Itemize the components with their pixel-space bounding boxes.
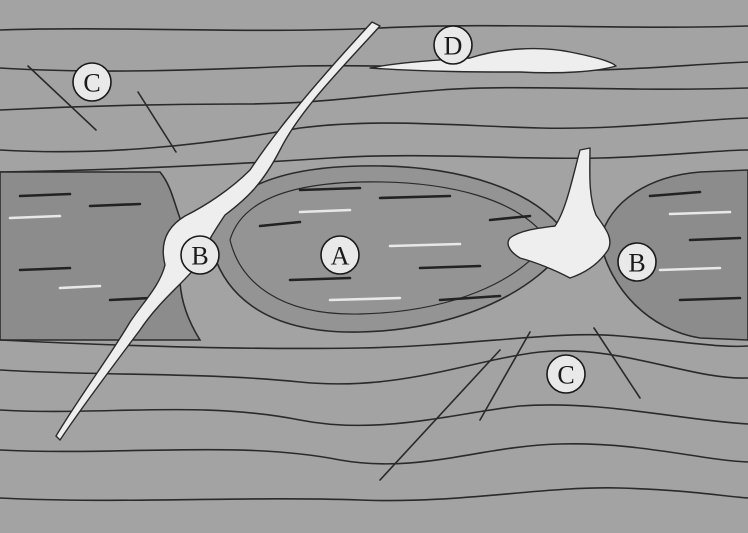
svg-text:A: A <box>331 242 350 271</box>
svg-text:B: B <box>628 249 645 278</box>
svg-text:C: C <box>557 361 574 390</box>
svg-text:B: B <box>191 242 208 271</box>
svg-text:D: D <box>444 32 463 61</box>
label-a: A <box>321 236 359 274</box>
label-b-left: B <box>181 236 219 274</box>
svg-text:C: C <box>83 69 100 98</box>
label-c-top: C <box>73 63 111 101</box>
label-b-right: B <box>618 243 656 281</box>
label-d: D <box>434 26 472 64</box>
label-c-bottom: C <box>547 355 585 393</box>
